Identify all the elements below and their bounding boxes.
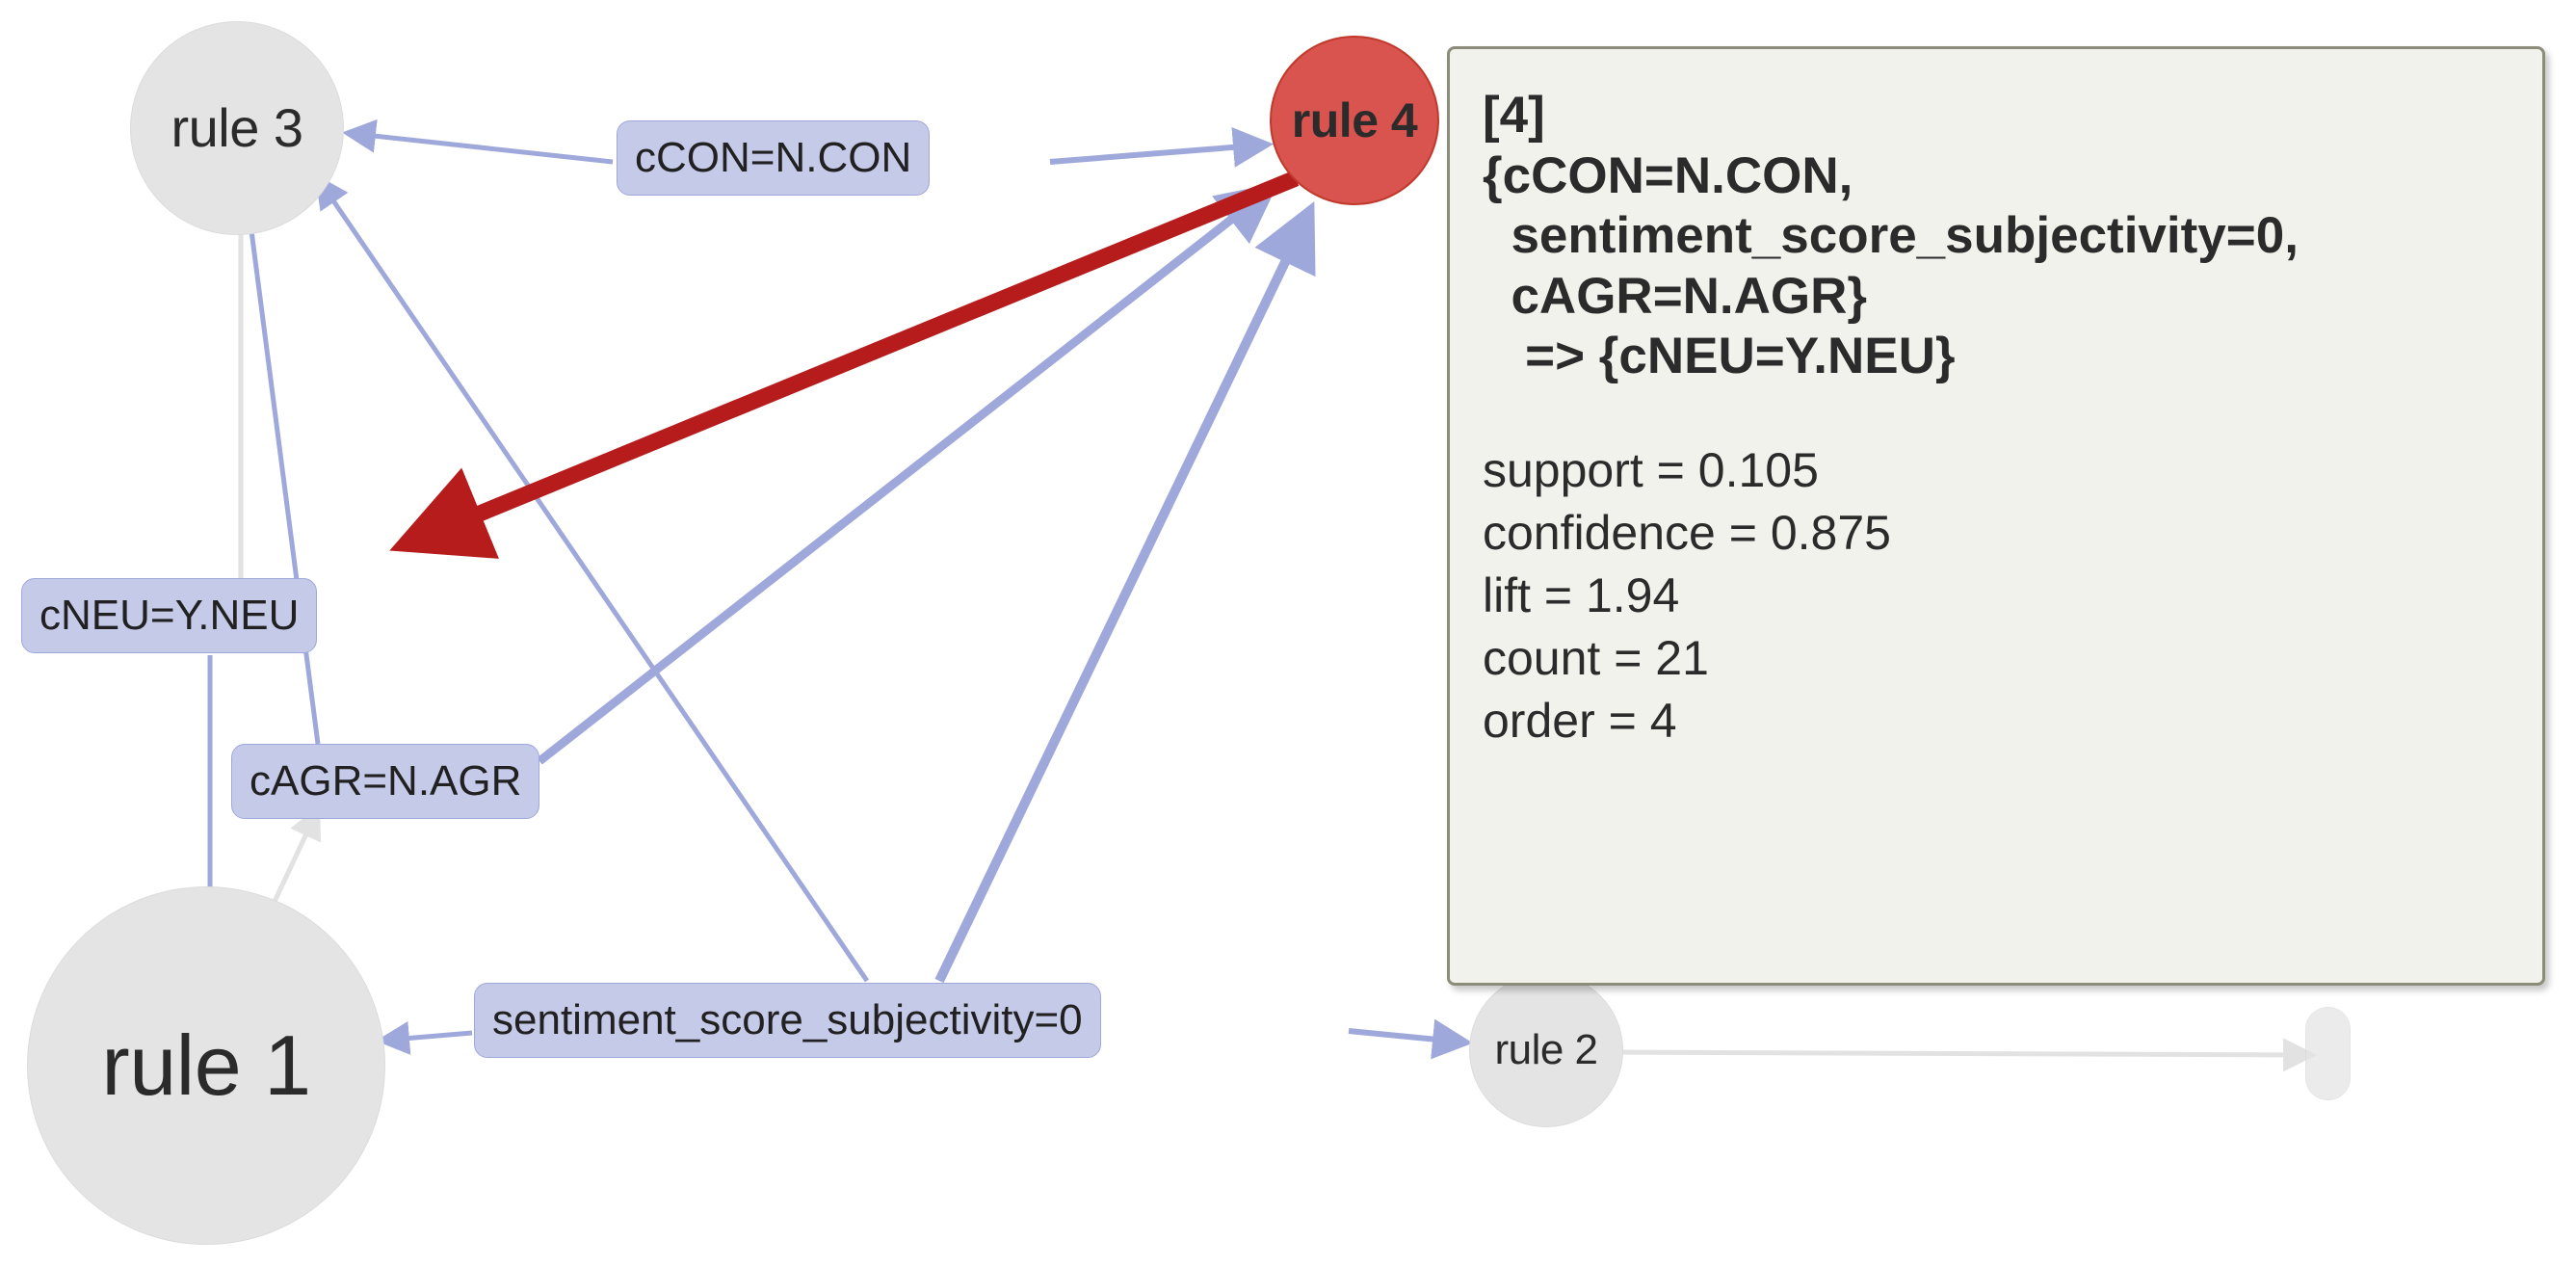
edge-sss-to-rule2	[1348, 1018, 1473, 1060]
edge-sss-to-rule4	[934, 200, 1316, 984]
rule-node-rule3[interactable]: rule 3	[130, 21, 344, 235]
rule-node-label: rule 2	[1494, 1026, 1598, 1073]
edge-ccon-to-rule4	[1049, 126, 1274, 168]
rule-node-rule2[interactable]: rule 2	[1469, 973, 1623, 1127]
item-node-label: sentiment_score_subjectivity=0	[492, 996, 1083, 1043]
edge-group-highlight	[389, 171, 1300, 559]
item-node-label: cAGR=N.AGR	[250, 757, 522, 805]
rule-node-rule4-selected[interactable]: rule 4	[1270, 36, 1439, 205]
tooltip-stat-order: order = 4	[1483, 693, 1677, 748]
item-node-cneu[interactable]: cNEU=Y.NEU	[21, 578, 318, 653]
tooltip-stat-count: count = 21	[1483, 630, 1709, 685]
rule-node-label: rule 1	[101, 1017, 311, 1113]
edge-rule4-to-cneu	[389, 171, 1300, 559]
edge-cagr-to-rule3-stub	[229, 159, 321, 745]
edge-rule2-to-offscreen	[1608, 1038, 2317, 1072]
rule-node-label: rule 4	[1291, 93, 1418, 147]
edge-sss-to-rule3	[315, 173, 870, 983]
offscreen-item-node[interactable]	[2305, 1007, 2351, 1100]
item-node-ccon[interactable]: cCON=N.CON	[617, 120, 931, 196]
tooltip-stats: support = 0.105 confidence = 0.875 lift …	[1483, 439, 2510, 752]
tooltip-rule-text: [4] {cCON=N.CON, sentiment_score_subject…	[1483, 87, 2299, 385]
rule-node-rule1[interactable]: rule 1	[27, 886, 385, 1245]
tooltip-stat-confidence: confidence = 0.875	[1483, 505, 1891, 560]
edge-cagr-to-rule4	[537, 182, 1279, 765]
rule-tooltip: [4] {cCON=N.CON, sentiment_score_subject…	[1447, 46, 2545, 986]
tooltip-stat-support: support = 0.105	[1483, 442, 1819, 497]
edge-group-normal	[193, 119, 1473, 1060]
item-node-sentiment-score-subjectivity[interactable]: sentiment_score_subjectivity=0	[474, 983, 1101, 1058]
edge-ccon-to-rule3	[342, 119, 614, 165]
tooltip-stat-lift: lift = 1.94	[1483, 568, 1680, 622]
rule-node-label: rule 3	[171, 97, 303, 158]
item-node-label: cNEU=Y.NEU	[39, 592, 300, 639]
item-node-label: cCON=N.CON	[635, 134, 912, 181]
item-node-cagr[interactable]: cAGR=N.AGR	[231, 744, 540, 819]
edge-sss-to-rule1	[376, 1021, 473, 1055]
